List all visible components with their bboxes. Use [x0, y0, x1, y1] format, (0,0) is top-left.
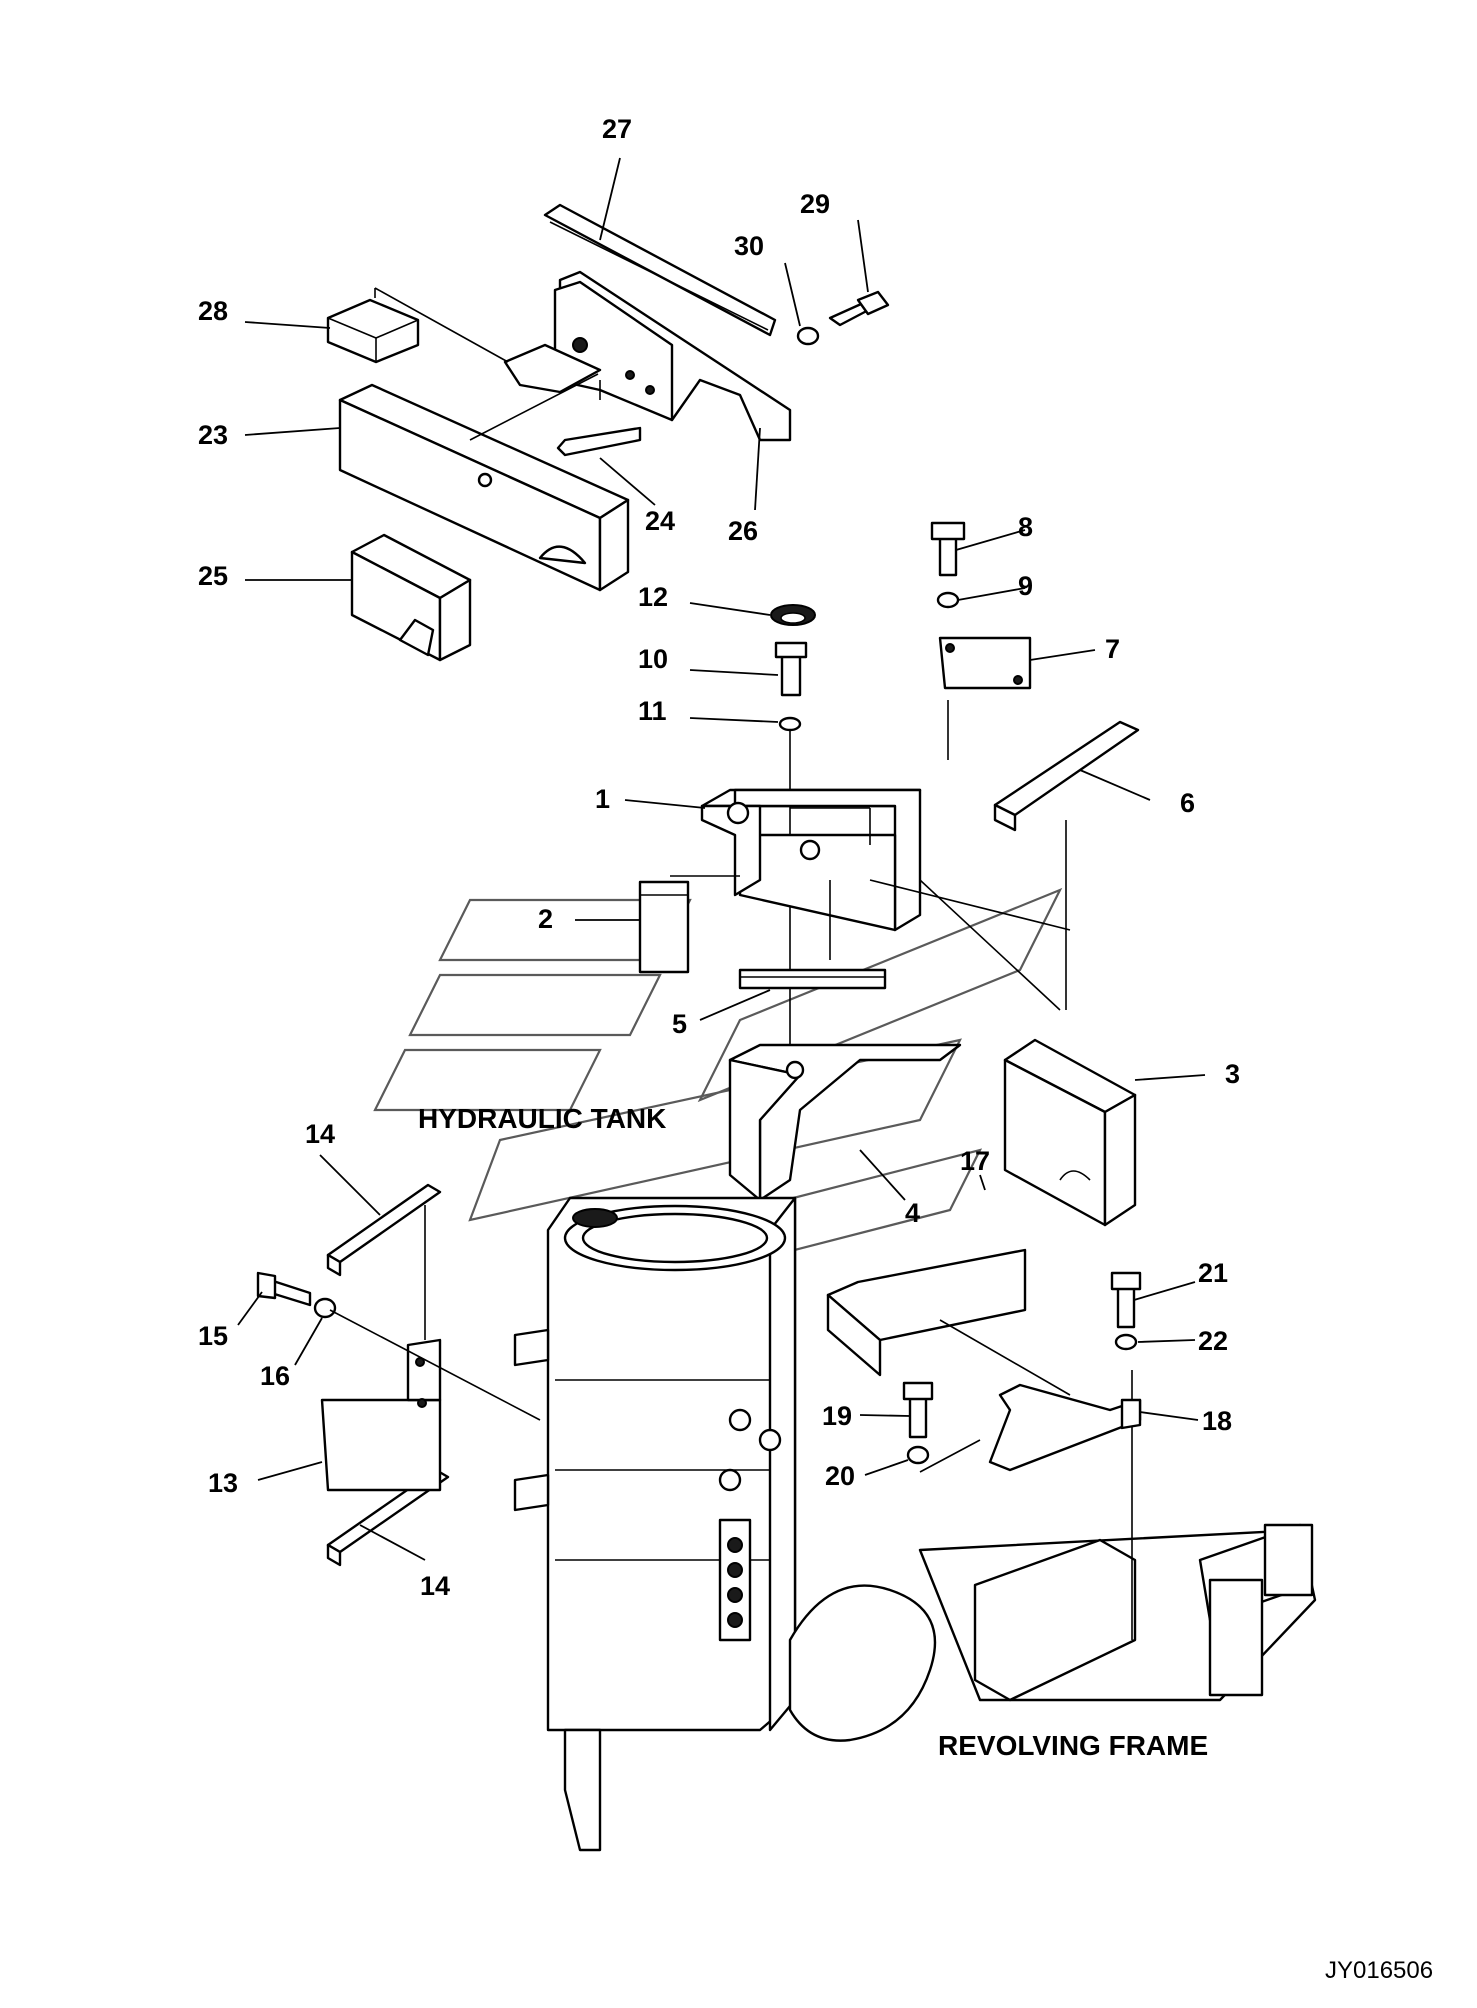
plate-13 [320, 1398, 442, 1492]
callout-21: 21 [1198, 1258, 1228, 1288]
callout-19: 19 [822, 1401, 852, 1431]
washer-16 [313, 1297, 337, 1319]
callout-8: 8 [1018, 512, 1033, 542]
callout-numbers: 27 29 30 28 23 24 26 25 12 10 11 8 9 7 1… [198, 114, 1240, 1601]
callout-14: 14 [305, 1119, 335, 1149]
bolt-8 [938, 533, 958, 577]
callout-27: 27 [602, 114, 632, 144]
callout-22: 22 [1198, 1326, 1228, 1356]
callout-30: 30 [734, 231, 764, 261]
hydraulic-tank-label: HYDRAULIC TANK [418, 1103, 666, 1134]
washer-30 [796, 326, 820, 346]
callout-15: 15 [198, 1321, 228, 1351]
bolt-21 [1116, 1283, 1136, 1329]
callout-26: 26 [728, 516, 758, 546]
callout-1: 1 [595, 784, 610, 814]
callout-13: 13 [208, 1468, 238, 1498]
callout-25: 25 [198, 561, 228, 591]
callout-23: 23 [198, 420, 228, 450]
block-28 [326, 298, 420, 364]
callout-9: 9 [1018, 571, 1033, 601]
callout-20: 20 [825, 1461, 855, 1491]
washer-22 [1114, 1333, 1138, 1351]
rail-14-upper [326, 1183, 442, 1264]
strip-5 [738, 968, 887, 990]
callout-10: 10 [638, 644, 668, 674]
callout-3: 3 [1225, 1059, 1240, 1089]
leader-lines [237, 157, 1206, 1561]
callout-12: 12 [638, 582, 668, 612]
washer-11 [778, 716, 802, 732]
callout-16: 16 [260, 1361, 290, 1391]
washer-20 [906, 1445, 930, 1465]
callout-14b: 14 [420, 1571, 450, 1601]
bracket-18 [988, 1383, 1142, 1472]
block-2 [638, 880, 690, 974]
strip-24 [556, 426, 642, 457]
callout-6: 6 [1180, 788, 1195, 818]
seal-strip-27 [543, 203, 777, 337]
callout-2: 2 [538, 904, 553, 934]
callout-5: 5 [672, 1009, 687, 1039]
upper-cover-group [326, 203, 890, 662]
drawing-reference: JY016506 [1325, 1957, 1433, 1984]
callout-11: 11 [638, 696, 667, 726]
bracket-group [638, 720, 1140, 1377]
callout-28: 28 [198, 296, 228, 326]
callout-29: 29 [800, 189, 830, 219]
bolt-19 [908, 1393, 928, 1439]
callout-7: 7 [1105, 634, 1120, 664]
callout-4: 4 [905, 1198, 920, 1228]
strip-6 [993, 720, 1140, 817]
plate-7 [938, 636, 1032, 690]
callout-24: 24 [645, 506, 675, 536]
bracket-18-group [902, 1271, 1142, 1473]
callout-18: 18 [1202, 1406, 1232, 1436]
fixings-group [770, 521, 1032, 1150]
side-plate-group [256, 1183, 541, 1567]
revolving-frame [788, 1370, 1317, 1742]
revolving-frame-label: REVOLVING FRAME [938, 1730, 1208, 1761]
washer-9 [936, 591, 960, 609]
callout-17: 17 [960, 1146, 990, 1176]
hydraulic-tank-body [513, 1196, 797, 1852]
